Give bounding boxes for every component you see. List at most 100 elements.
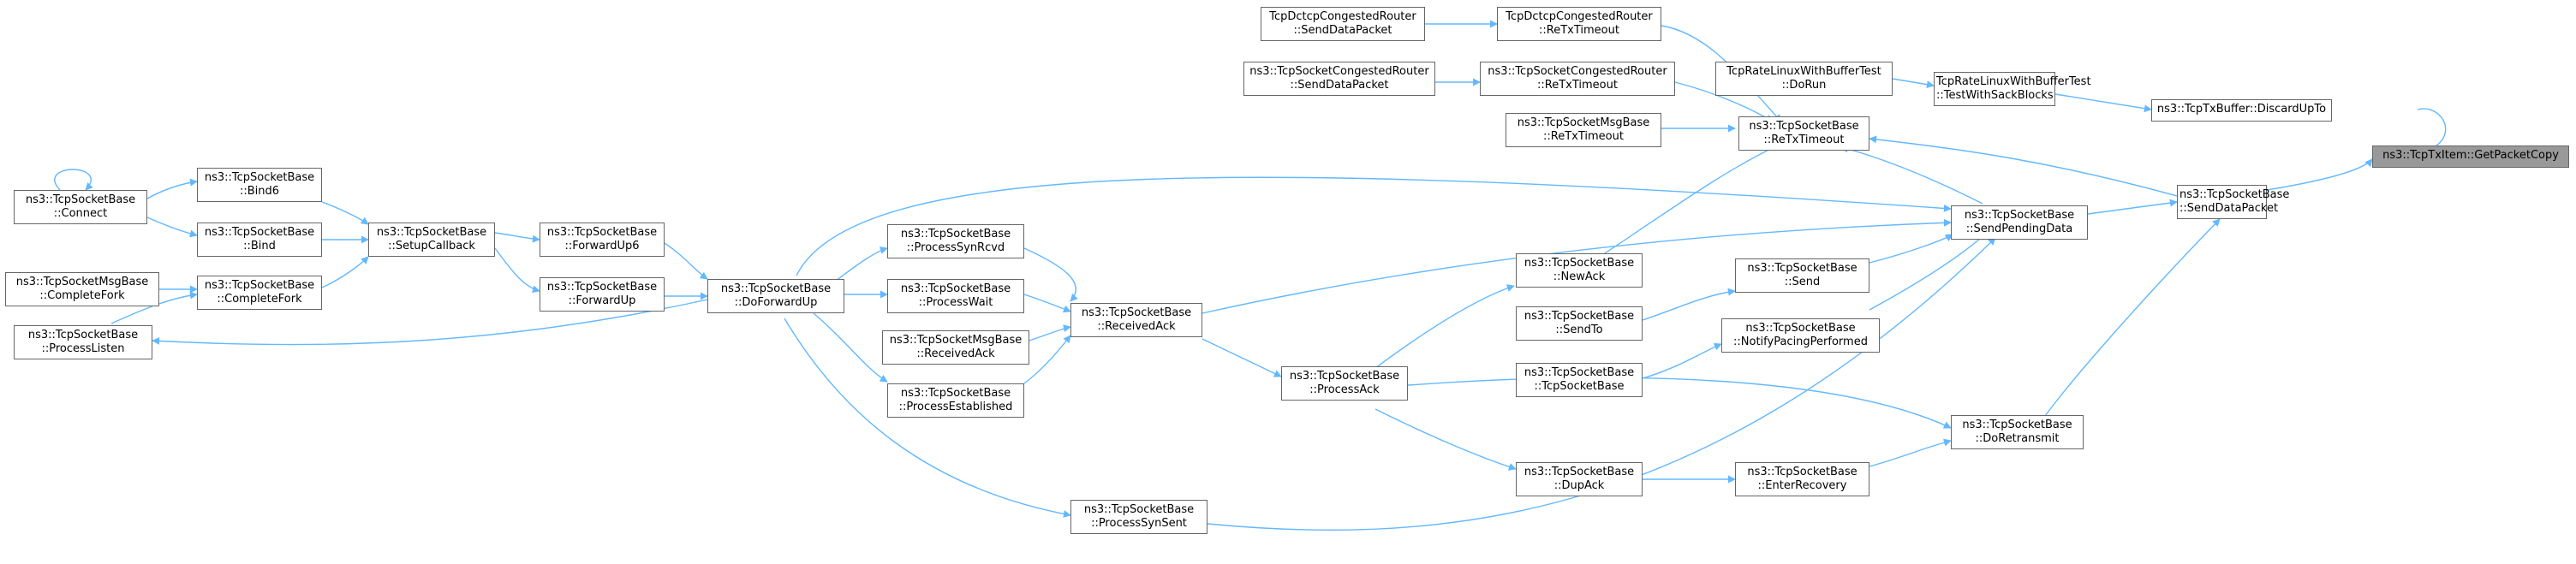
edge-processack-to-newack <box>1374 284 1515 369</box>
node-new-ack[interactable]: ns3::TcpSocketBase ::NewAck <box>1516 253 1643 288</box>
node-method: ::ReTxTimeout <box>1537 79 1618 92</box>
node-do-retransmit[interactable]: ns3::TcpSocketBase ::DoRetransmit <box>1951 415 2084 449</box>
node-discard-up-to[interactable]: ns3::TcpTxBuffer::DiscardUpTo <box>2151 99 2332 122</box>
node-method: ::SendDataPacket <box>1293 24 1392 37</box>
node-method: ::ReceivedAck <box>916 347 995 360</box>
node-method: ::TestWithSackBlocks <box>1936 89 2054 102</box>
node-enter-recovery[interactable]: ns3::TcpSocketBase ::EnterRecovery <box>1735 462 1869 496</box>
node-class: TcpDctcpCongestedRouter <box>1506 10 1653 23</box>
edge-processack-to-doretransmit <box>1385 377 1952 429</box>
node-process-syn-rcvd[interactable]: ns3::TcpSocketBase ::ProcessSynRcvd <box>887 224 1024 258</box>
edge-receivedack-to-sendpending <box>1202 218 1952 314</box>
node-method: ::ReceivedAck <box>1097 320 1176 333</box>
edge-dofwd-to-processlisten <box>152 299 708 346</box>
edge-setupcb-to-forwardup6 <box>494 232 540 243</box>
node-method: ::ProcessListen <box>41 342 125 355</box>
edge-dofwd-to-sendpending <box>796 176 1952 276</box>
node-connect[interactable]: ns3::TcpSocketBase ::Connect <box>14 190 147 224</box>
node-forward-up[interactable]: ns3::TcpSocketBase ::ForwardUp <box>540 277 665 312</box>
node-method: ::ProcessSynRcvd <box>906 241 1005 254</box>
node-method: ::ProcessWait <box>918 296 993 309</box>
node-bind6[interactable]: ns3::TcpSocketBase ::Bind6 <box>197 168 322 202</box>
edge-dorun-to-testwithsack <box>1892 78 1935 89</box>
node-congested-retx-timeout[interactable]: ns3::TcpSocketCongestedRouter ::ReTxTime… <box>1480 62 1675 96</box>
node-send-pending-data[interactable]: ns3::TcpSocketBase ::SendPendingData <box>1951 205 2088 240</box>
edge-senddatapacket-to-retxtimeout <box>1869 135 2181 198</box>
node-process-established[interactable]: ns3::TcpSocketBase ::ProcessEstablished <box>887 383 1024 418</box>
node-congested-send-data-packet[interactable]: ns3::TcpSocketCongestedRouter ::SendData… <box>1243 62 1435 96</box>
node-class: ns3::TcpSocketMsgBase <box>15 276 149 288</box>
edge-senddatapacket-to-focus <box>2266 158 2373 191</box>
node-class: ns3::TcpSocketBase <box>546 226 658 239</box>
node-process-ack[interactable]: ns3::TcpSocketBase ::ProcessAck <box>1281 366 1408 401</box>
node-setup-callback[interactable]: ns3::TcpSocketBase ::SetupCallback <box>368 223 495 257</box>
node-process-listen[interactable]: ns3::TcpSocketBase ::ProcessListen <box>14 325 152 359</box>
node-method: ::SendPendingData <box>1965 223 2073 235</box>
edge-setupcb-to-forwardup <box>494 247 540 294</box>
node-method: ::TcpSocketBase <box>1534 380 1625 393</box>
node-do-forward-up[interactable]: ns3::TcpSocketBase ::DoForwardUp <box>707 279 844 313</box>
node-method: ::ProcessSynSent <box>1091 517 1187 530</box>
node-retx-timeout[interactable]: ns3::TcpSocketBase ::ReTxTimeout <box>1738 116 1869 151</box>
node-method: ::DupAck <box>1553 479 1605 492</box>
node-class: ns3::TcpSocketBase <box>1524 257 1635 270</box>
node-received-ack[interactable]: ns3::TcpSocketBase ::ReceivedAck <box>1070 303 1202 337</box>
node-forward-up6[interactable]: ns3::TcpSocketBase ::ForwardUp6 <box>540 223 665 257</box>
node-class: ns3::TcpSocketBase <box>1524 310 1635 323</box>
edge-ctor-to-notifypacing <box>1642 342 1722 379</box>
node-do-run[interactable]: TcpRateLinuxWithBufferTest ::DoRun <box>1715 62 1893 96</box>
node-class: TcpRateLinuxWithBufferTest <box>1726 65 1881 78</box>
node-test-with-sack-blocks[interactable]: TcpRateLinuxWithBufferTest ::TestWithSac… <box>1934 72 2091 106</box>
node-method: ::ProcessAck <box>1309 383 1380 396</box>
node-msg-retx-timeout[interactable]: ns3::TcpSocketMsgBase ::ReTxTimeout <box>1506 113 1661 147</box>
edge-dofwd-to-synsent <box>784 318 1071 518</box>
edge-newack-to-retxtimeout <box>1592 143 1782 262</box>
node-class: ns3::TcpSocketBase <box>900 228 1011 240</box>
edge-synrcvd-to-receivedack <box>1023 247 1078 302</box>
node-class: ns3::TcpSocketBase <box>1083 503 1195 516</box>
node-complete-fork[interactable]: ns3::TcpSocketBase ::CompleteFork <box>197 276 322 310</box>
node-dup-ack[interactable]: ns3::TcpSocketBase ::DupAck <box>1516 462 1643 496</box>
edge-connect-to-bind6 <box>146 178 198 199</box>
node-class: ns3::TcpSocketMsgBase <box>889 334 1023 347</box>
node-class: ns3::TcpSocketBase <box>1745 322 1856 335</box>
node-method: ::Bind <box>243 240 276 252</box>
node-send[interactable]: ns3::TcpSocketBase ::Send <box>1735 258 1869 293</box>
node-method: ::EnterRecovery <box>1757 479 1847 492</box>
node-method: ::NewAck <box>1553 270 1606 283</box>
node-msg-complete-fork[interactable]: ns3::TcpSocketMsgBase ::CompleteFork <box>5 272 159 306</box>
node-tcp-socket-base-ctor[interactable]: ns3::TcpSocketBase ::TcpSocketBase <box>1516 363 1643 397</box>
node-method: ::SendTo <box>1555 324 1603 336</box>
edge-dofwd-to-established <box>813 312 888 383</box>
node-class: ns3::TcpSocketBase <box>27 329 139 341</box>
node-process-wait[interactable]: ns3::TcpSocketBase ::ProcessWait <box>887 279 1024 313</box>
node-bind[interactable]: ns3::TcpSocketBase ::Bind <box>197 223 322 257</box>
node-class: ns3::TcpSocketBase <box>1524 466 1635 478</box>
node-method: ::SetupCallback <box>388 240 475 252</box>
node-method: ::CompleteFork <box>39 289 125 302</box>
node-msg-received-ack[interactable]: ns3::TcpSocketMsgBase ::ReceivedAck <box>882 330 1029 365</box>
edge-msgreceivedack-to-receivedack <box>1023 324 1071 343</box>
node-send-to[interactable]: ns3::TcpSocketBase ::SendTo <box>1516 306 1643 341</box>
edge-completefork-to-setupcb <box>321 256 369 288</box>
node-label: ns3::TcpTxItem::GetPacketCopy <box>2382 149 2559 162</box>
node-method: ::DoRetransmit <box>1975 432 2060 445</box>
node-notify-pacing-performed[interactable]: ns3::TcpSocketBase ::NotifyPacingPerform… <box>1721 318 1880 353</box>
node-method: ::ReTxTimeout <box>1543 130 1624 143</box>
node-method: ::SendDataPacket <box>2179 202 2279 215</box>
edge-connect-to-bind <box>146 217 198 238</box>
node-class: ns3::TcpSocketBase <box>1964 209 2075 222</box>
edge-doretransmit-to-senddatapacket <box>2037 218 2221 426</box>
node-dctcp-retx-timeout[interactable]: TcpDctcpCongestedRouter ::ReTxTimeout <box>1497 7 1661 41</box>
edge-sendpending-to-senddatapacket <box>2087 199 2178 215</box>
node-class: ns3::TcpSocketBase <box>1747 466 1857 478</box>
node-process-syn-sent[interactable]: ns3::TcpSocketBase ::ProcessSynSent <box>1070 500 1208 534</box>
node-dctcp-send-data-packet[interactable]: TcpDctcpCongestedRouter ::SendDataPacket <box>1261 7 1425 41</box>
node-method: ::Send <box>1784 276 1821 288</box>
node-class: ns3::TcpSocketCongestedRouter <box>1488 65 1667 78</box>
edge-sendto-to-send <box>1642 288 1736 321</box>
node-method: ::ProcessEstablished <box>898 401 1013 413</box>
edge-bind6-to-setupcb <box>321 201 369 225</box>
node-send-data-packet[interactable]: ns3::TcpSocketBase ::SendDataPacket <box>2177 185 2289 219</box>
node-class: TcpRateLinuxWithBufferTest <box>1936 75 2091 88</box>
